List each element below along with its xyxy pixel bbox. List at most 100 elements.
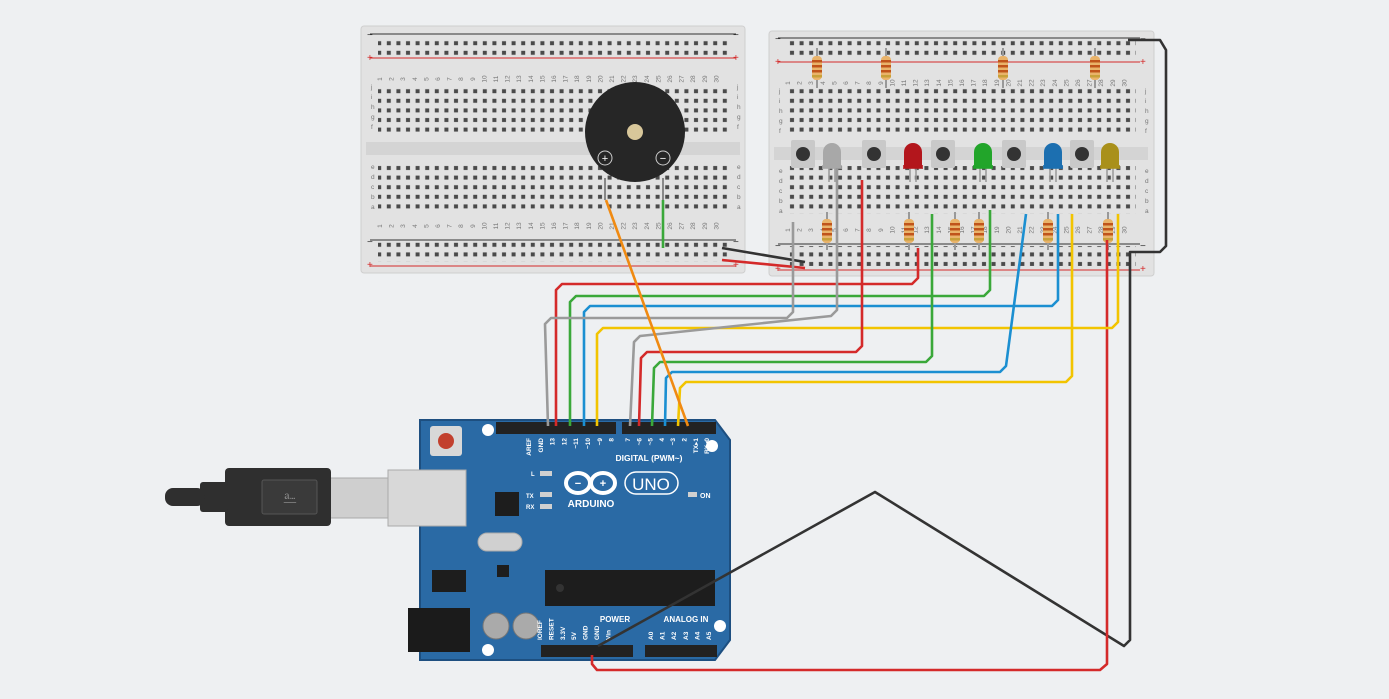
column-label: 9 [470,224,477,228]
row-label: b [371,194,375,201]
column-label: 28 [1098,226,1105,234]
column-label: 15 [947,79,954,87]
column-label: 8 [458,224,465,228]
column-label: 2 [389,77,396,81]
gray-led[interactable] [822,143,842,182]
reset-button[interactable] [430,426,462,456]
column-label: 3 [808,81,815,85]
column-label: 15 [539,75,546,83]
row-label: d [1145,178,1149,185]
column-label: 1 [377,77,384,81]
pin-label: 3.3V [560,626,567,640]
red-pin11-wire [554,248,920,426]
blue-pin4-wire [663,213,1028,427]
column-label: 24 [1052,79,1059,87]
green-led[interactable] [973,143,993,182]
column-label: 18 [982,226,989,234]
push-button-1[interactable] [791,140,815,168]
on-label: ON [700,493,711,500]
blue-led[interactable] [1043,143,1063,182]
rail-plus-label: + [775,264,781,275]
pin-label: ~9 [597,438,604,446]
row-label: d [371,174,375,181]
arduino-uno-board[interactable]: ⎁ − + ARDUINO UNO DIGITAL (P [165,419,731,661]
column-label: 22 [1029,226,1036,234]
yellow-led[interactable] [1100,143,1120,182]
pin-label: 7 [625,438,632,442]
column-label: 19 [994,79,1001,87]
leds [822,143,1120,182]
red-led[interactable] [903,143,923,182]
column-label: 25 [1063,226,1070,234]
column-label: 17 [971,79,978,87]
column-label: 23 [1040,79,1047,87]
resistor[interactable] [822,212,832,250]
column-label: 25 [655,222,662,230]
resistor[interactable] [1043,212,1053,250]
svg-text:+: + [600,478,606,490]
analog-label: ANALOG IN [664,615,709,624]
row-label: i [1145,98,1146,105]
column-label: 13 [924,79,931,87]
column-label: 8 [866,228,873,232]
column-label: 11 [493,222,500,229]
resistor[interactable] [974,212,984,250]
yellow-pin8-wire [595,214,1120,426]
resistor[interactable] [881,48,891,88]
column-label: 29 [702,75,709,83]
push-button-2[interactable] [862,140,886,168]
column-label: 6 [435,77,442,81]
push-button-5[interactable] [1070,140,1094,168]
pin-label: ~3 [670,438,677,446]
resistor[interactable] [1090,48,1100,88]
push-button-3[interactable] [931,140,955,168]
row-label: c [737,184,741,191]
wires [543,38,1168,672]
resistor[interactable] [950,212,960,250]
resistor[interactable] [812,48,822,88]
rail-plus-label: + [1140,264,1146,275]
row-label: a [371,204,375,211]
column-label: 19 [586,75,593,83]
buzzer-plus-label: + [602,153,608,165]
column-label: 24 [644,222,651,230]
column-label: 27 [679,75,686,83]
rail-minus-label: − [775,34,781,45]
column-label: 24 [644,75,651,83]
pin-label: 4 [659,438,666,442]
column-label: 13 [924,226,931,234]
column-label: 19 [994,226,1001,234]
column-label: 27 [679,222,686,230]
row-label: d [737,174,741,181]
row-label: b [779,198,783,205]
column-label: 6 [843,228,850,232]
resistor[interactable] [904,212,914,250]
rail-plus-label: + [775,57,781,68]
column-label: 5 [831,228,838,232]
column-label: 8 [458,77,465,81]
row-label: j [370,84,372,91]
pin-label: 8 [609,438,616,442]
column-label: 14 [528,75,535,83]
column-label: 10 [481,222,488,230]
orange-buzzer-wire [604,199,690,427]
piezo-buzzer[interactable]: + − [585,82,685,200]
pin-label: A0 [648,631,655,640]
column-label: 9 [878,81,885,85]
column-label: 20 [1005,226,1012,234]
brand-label: ARDUINO [568,499,615,510]
column-label: 19 [586,222,593,230]
resistor[interactable] [998,48,1008,88]
row-label: f [371,124,373,131]
column-label: 1 [785,228,792,232]
column-label: 3 [400,224,407,228]
pin-label: 13 [550,438,557,446]
column-label: 14 [528,222,535,230]
column-label: 30 [1121,226,1128,234]
green-pin10-wire [568,210,992,426]
pin-label: ~6 [636,438,643,446]
buzzer-minus-label: − [660,153,666,165]
atmega-chip [545,570,715,606]
push-button-4[interactable] [1002,140,1026,168]
